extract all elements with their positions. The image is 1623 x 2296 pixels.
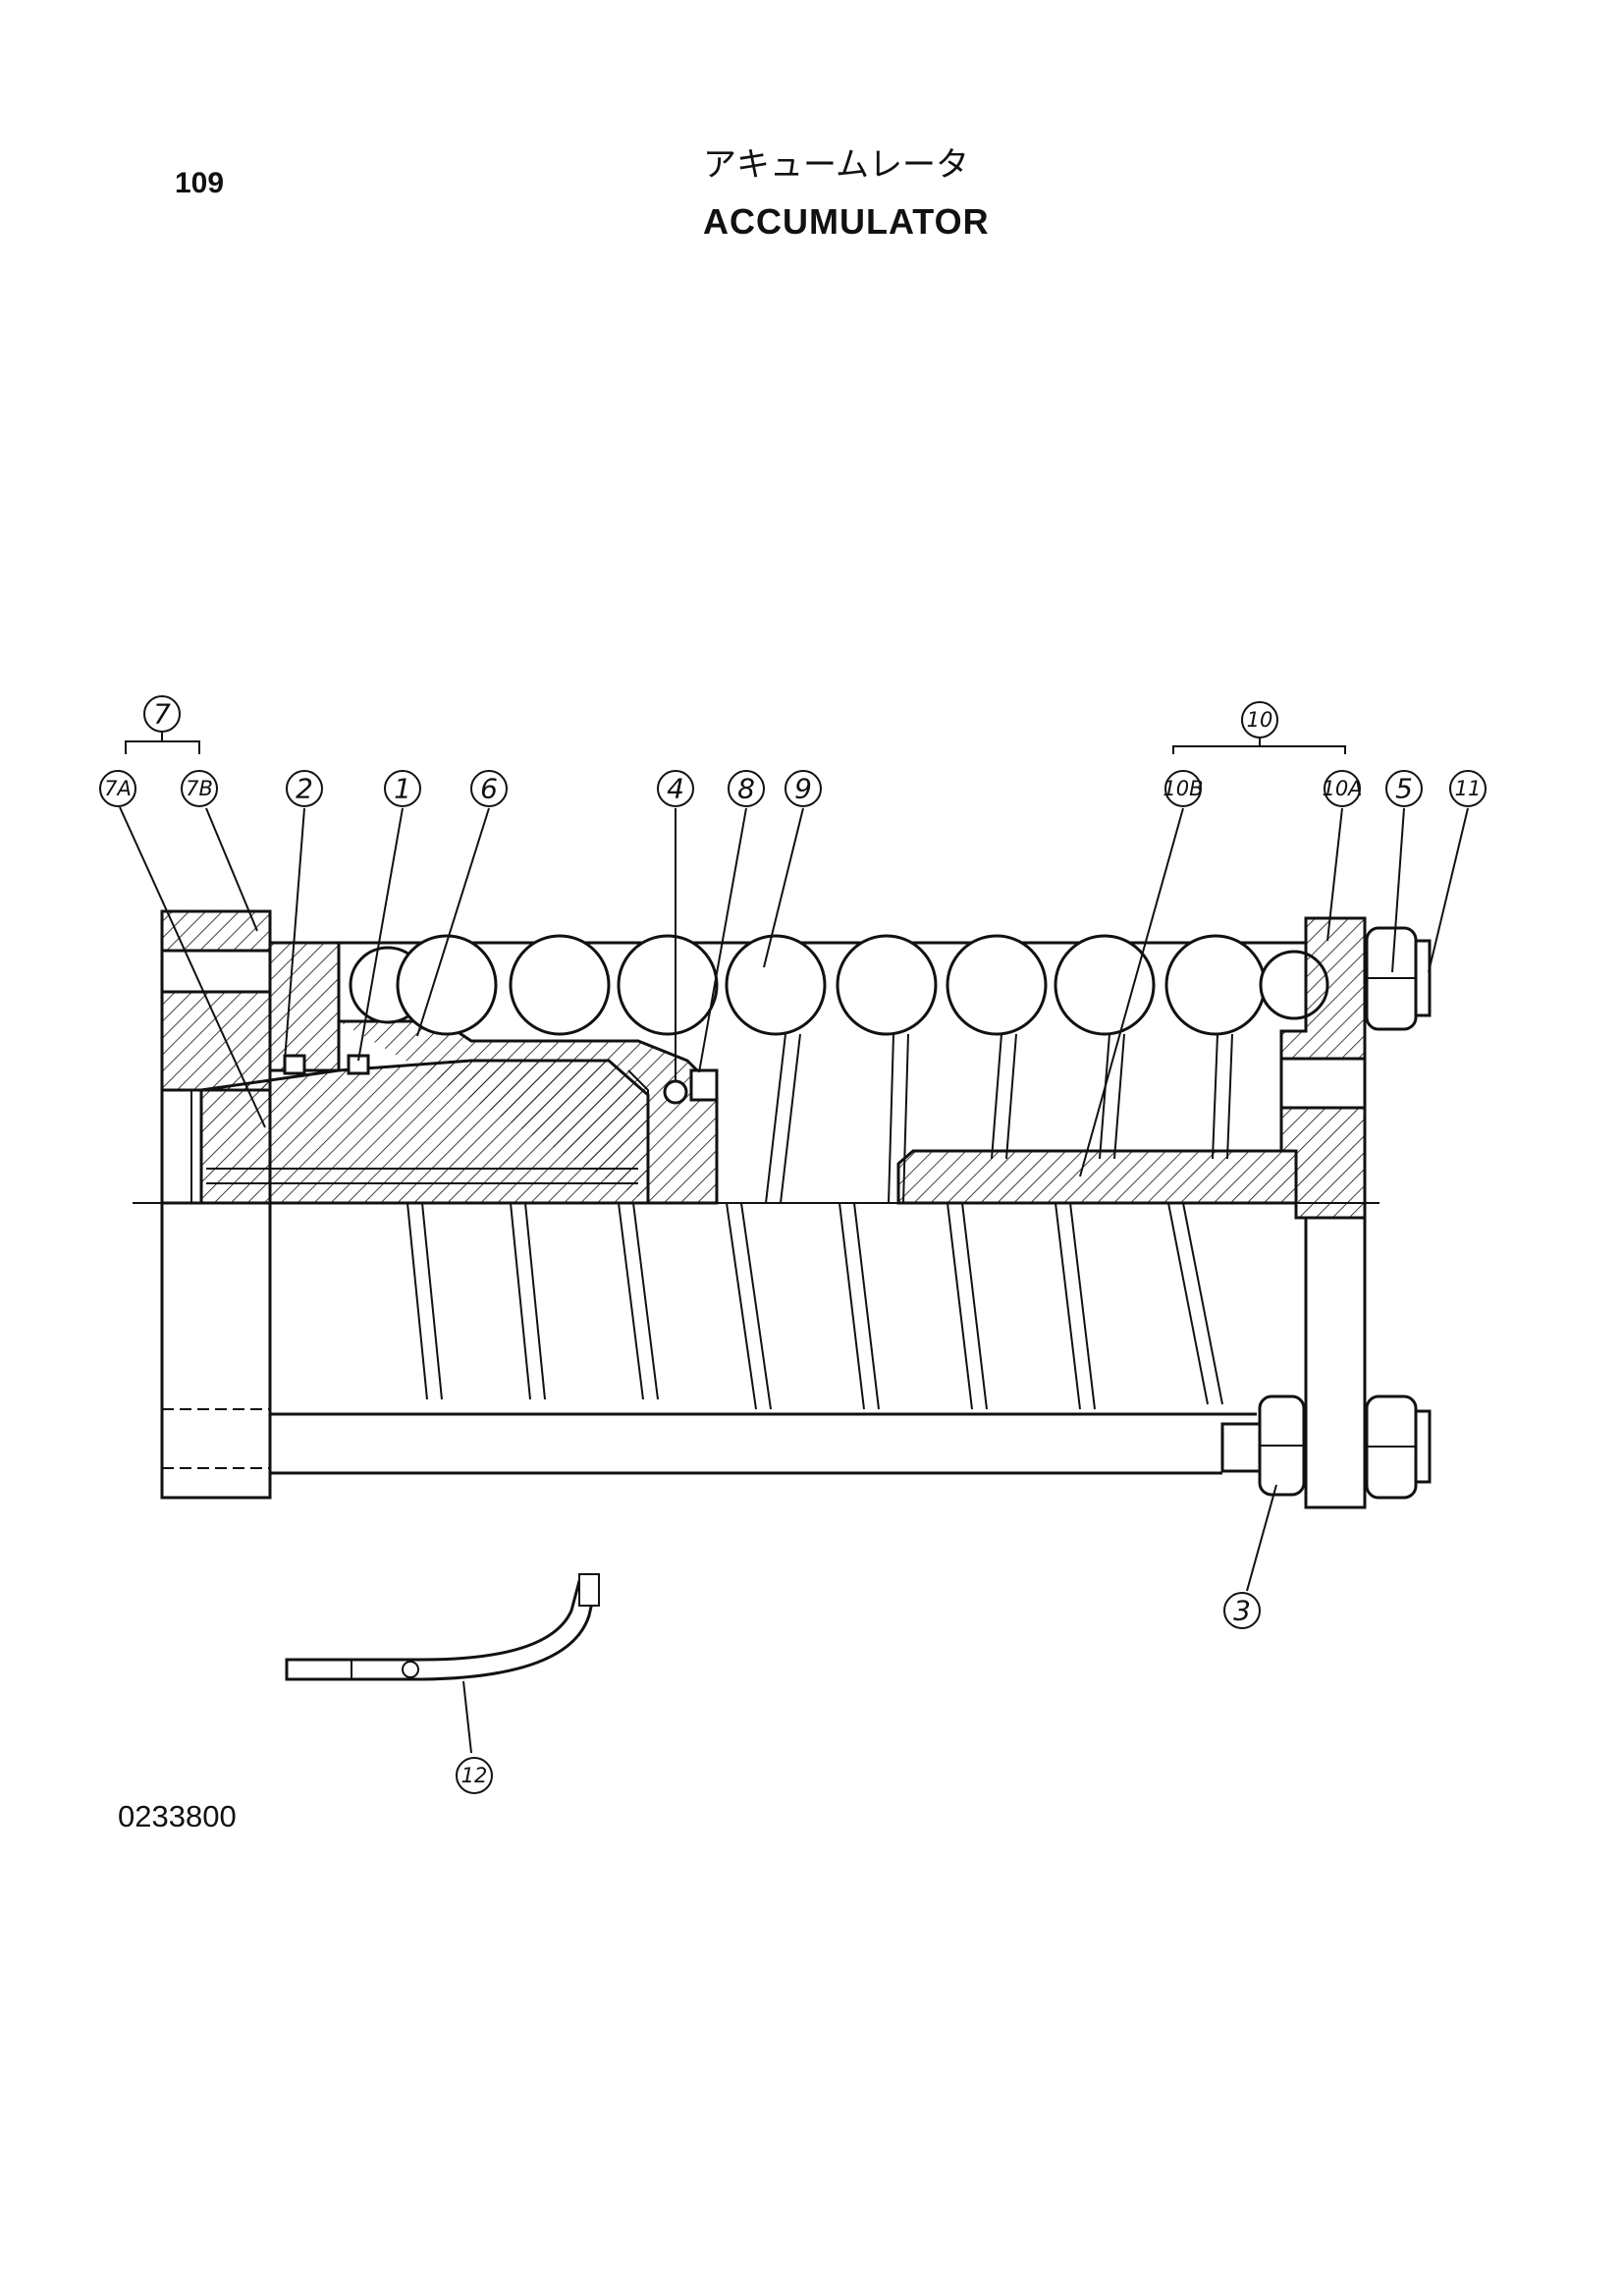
callout-7: 7 [153, 698, 171, 731]
callout-11: 11 [1455, 777, 1482, 800]
callout-4: 4 [667, 773, 684, 805]
callout-7a: 7A [104, 777, 132, 800]
callout-12: 12 [461, 1764, 488, 1787]
title-english: ACCUMULATOR [703, 201, 990, 242]
callout-6: 6 [480, 773, 498, 805]
piston-body [199, 941, 719, 1205]
callout-10: 10 [1247, 708, 1273, 732]
callout-10a: 10A [1322, 777, 1362, 800]
hex-wrench [285, 1573, 600, 1681]
callout-labels: 7 7A 7B 2 1 6 4 8 9 10 10B 10A 5 11 3 12 [104, 698, 1481, 1788]
drawing-body [133, 909, 1432, 1681]
callout-1: 1 [394, 773, 411, 805]
drawing-number: 0233800 [118, 1799, 237, 1833]
right-end-plate [1279, 916, 1367, 1509]
callout-3: 3 [1233, 1595, 1251, 1627]
nuts [1258, 926, 1432, 1500]
inner-sleeve [896, 1149, 1298, 1205]
spring-coils [349, 934, 1329, 1410]
callout-9: 9 [794, 773, 812, 805]
callout-10b: 10B [1163, 777, 1203, 800]
callout-7b: 7B [186, 777, 213, 800]
leader-lines [119, 727, 1469, 1754]
tie-rod [270, 1412, 1262, 1475]
page-number: 109 [175, 167, 225, 199]
callout-2: 2 [296, 773, 313, 805]
title-japanese: アキュームレータ [703, 145, 969, 185]
callout-circles [99, 695, 1487, 1794]
callout-8: 8 [737, 773, 755, 805]
callout-5: 5 [1395, 773, 1413, 805]
left-end-plate [160, 909, 272, 1500]
